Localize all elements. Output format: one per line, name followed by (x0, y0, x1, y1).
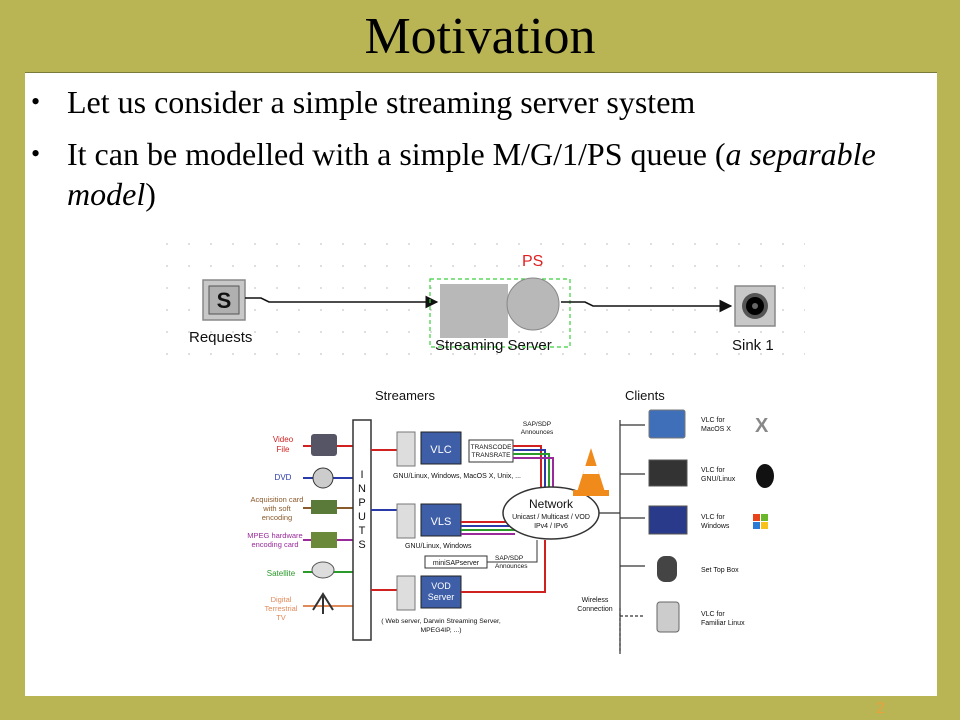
windows-monitor-icon (648, 505, 688, 535)
queue-diagram: S Requests PS Streaming Server Sink 1 (165, 242, 805, 362)
vls-monitor (420, 503, 462, 537)
antenna-icon (312, 592, 334, 614)
vlc-monitor (420, 431, 462, 465)
dvd-icon (312, 467, 334, 489)
sink-label: Sink 1 (732, 337, 774, 354)
vlc-box-label: VLC (430, 444, 451, 456)
client-label-stb: Set Top Box (701, 567, 739, 574)
slide-content: • Let us consider a simple streaming ser… (25, 72, 937, 696)
bullet-2-end: ) (145, 176, 156, 212)
server-boundary (429, 278, 571, 348)
vod-monitor (420, 575, 462, 609)
vls-os-label: GNU/Linux, Windows (405, 543, 472, 550)
input-label-dvd: DVD (275, 473, 292, 482)
bullet-2-text: It can be modelled with a simple M/G/1/P… (67, 134, 927, 214)
imac-icon (648, 409, 686, 439)
set-top-box-icon (657, 556, 677, 582)
page-number: 2 (876, 700, 885, 717)
pda-icon (656, 601, 680, 633)
minisap-label: miniSAPserver (433, 560, 480, 567)
vlc-pc-tower (396, 431, 416, 467)
mac-x-icon: X (755, 415, 769, 437)
vlc-os-label: GNU/Linux, Windows, MacOS X, Unix, ... (393, 473, 521, 480)
bullet-dot: • (31, 87, 41, 116)
input-label-sat: Satellite (267, 569, 296, 578)
laptop-icon (648, 459, 688, 487)
server-label: Streaming Server (435, 337, 552, 354)
source-symbol: S (217, 288, 232, 313)
stream-links (461, 445, 554, 593)
bar-to-streamer-lines (371, 449, 397, 591)
client-links (619, 424, 645, 652)
input-icons (311, 434, 337, 614)
bullet-1-text: Let us consider a simple streaming serve… (67, 84, 696, 120)
windows-logo-icon (753, 514, 768, 529)
vod-note: ( Web server, Darwin Streaming Server,MP… (381, 618, 501, 634)
vlc-cone-icon (573, 448, 609, 496)
divider (25, 72, 937, 73)
arrow-to-server (245, 295, 439, 309)
network-title: Network (529, 497, 574, 511)
encoder-card-icon (311, 532, 337, 548)
satellite-dish-icon (311, 561, 335, 579)
streamers-header: Streamers (375, 388, 435, 403)
hard-drive-icon (311, 434, 337, 456)
vls-pc-tower (396, 503, 416, 539)
client-bus (599, 420, 621, 654)
vls-box-label: VLS (431, 516, 452, 528)
bullet-2-main: It can be modelled with a simple M/G/1/P… (67, 136, 726, 172)
ps-label: PS (522, 253, 543, 270)
queue-buffer (440, 284, 508, 338)
slide-title: Motivation (364, 8, 596, 65)
arrow-to-sink (561, 299, 733, 313)
clients-header: Clients (625, 388, 665, 403)
bullet-dot: • (31, 139, 41, 168)
source-label: Requests (189, 329, 252, 346)
inputs-bar (352, 419, 372, 641)
vod-pc-tower (396, 575, 416, 611)
tux-icon (756, 464, 774, 488)
bullet-2-italic: a separable model (67, 136, 876, 212)
server-circle (506, 277, 560, 331)
capture-card-icon (311, 500, 337, 514)
